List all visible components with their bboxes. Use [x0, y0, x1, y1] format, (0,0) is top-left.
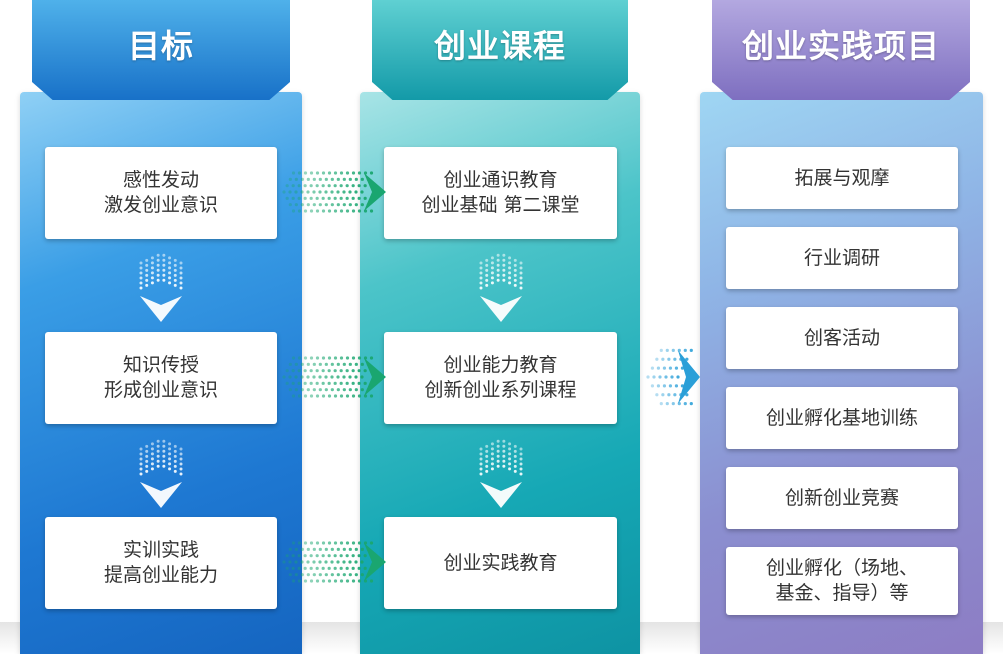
- card-line: 提高创业能力: [103, 564, 218, 586]
- down-arrow-icon: [139, 439, 183, 508]
- project-card-4: 创业孵化基地训练: [726, 387, 958, 449]
- card-line: 拓展与观摩: [794, 166, 890, 189]
- project-card-3: 创客活动: [726, 307, 958, 369]
- card-line: 创业实践教育: [443, 551, 558, 574]
- project-card-1: 拓展与观摩: [726, 147, 958, 209]
- right-arrow-icon: [282, 171, 386, 213]
- project-card-2: 行业调研: [726, 227, 958, 289]
- down-arrow-icon: [479, 439, 523, 508]
- card-line: 创新创业竞赛: [784, 486, 899, 509]
- course-card-1: 创业通识教育 创业基础 第二课堂: [384, 147, 617, 239]
- card-line: 行业调研: [803, 246, 880, 269]
- card-line: 创业能力教育: [443, 354, 558, 376]
- card-line: 基金、指导）等: [775, 582, 909, 604]
- card-line: 创业基础 第二课堂: [421, 194, 580, 216]
- card-line: 形成创业意识: [103, 379, 218, 401]
- card-line: 知识传授: [122, 354, 199, 376]
- card-line: 感性发动: [122, 169, 199, 191]
- card-line: 创业孵化（场地、: [765, 557, 918, 579]
- right-arrow-icon: [282, 541, 386, 583]
- goal-card-3: 实训实践 提高创业能力: [45, 517, 277, 609]
- card-line: 实训实践: [122, 539, 199, 561]
- course-column-header: 创业课程: [372, 0, 628, 100]
- right-arrow-icon: [282, 356, 386, 398]
- course-card-2: 创业能力教育 创新创业系列课程: [384, 332, 617, 424]
- project-column-header: 创业实践项目: [712, 0, 970, 100]
- course-card-3: 创业实践教育: [384, 517, 617, 609]
- right-arrow-icon: [646, 348, 700, 406]
- goal-card-2: 知识传授 形成创业意识: [45, 332, 277, 424]
- card-line: 创业通识教育: [443, 169, 558, 191]
- goal-column-title: 目标: [127, 27, 194, 65]
- down-arrow-icon: [139, 253, 183, 322]
- project-column-title: 创业实践项目: [741, 27, 940, 65]
- goal-column-header: 目标: [32, 0, 290, 100]
- goal-column: 目标 感性发动 激发创业意识 知识传授 形成创业意识 实训实践 提高创业能力: [0, 0, 320, 654]
- card-line: 创业孵化基地训练: [765, 406, 918, 429]
- project-card-6: 创业孵化（场地、 基金、指导）等: [726, 547, 958, 615]
- course-column: 创业课程 创业通识教育 创业基础 第二课堂 创业能力教育 创新创业系列课程 创业…: [340, 0, 660, 654]
- down-arrow-icon: [479, 253, 523, 322]
- goal-card-1: 感性发动 激发创业意识: [45, 147, 277, 239]
- project-column: 创业实践项目 拓展与观摩 行业调研 创客活动 创业孵化基地训练 创新创业竞赛 创…: [680, 0, 1003, 654]
- card-line: 激发创业意识: [103, 194, 218, 216]
- course-column-title: 创业课程: [433, 27, 566, 65]
- card-line: 创客活动: [803, 326, 880, 349]
- project-card-5: 创新创业竞赛: [726, 467, 958, 529]
- card-line: 创新创业系列课程: [424, 379, 577, 401]
